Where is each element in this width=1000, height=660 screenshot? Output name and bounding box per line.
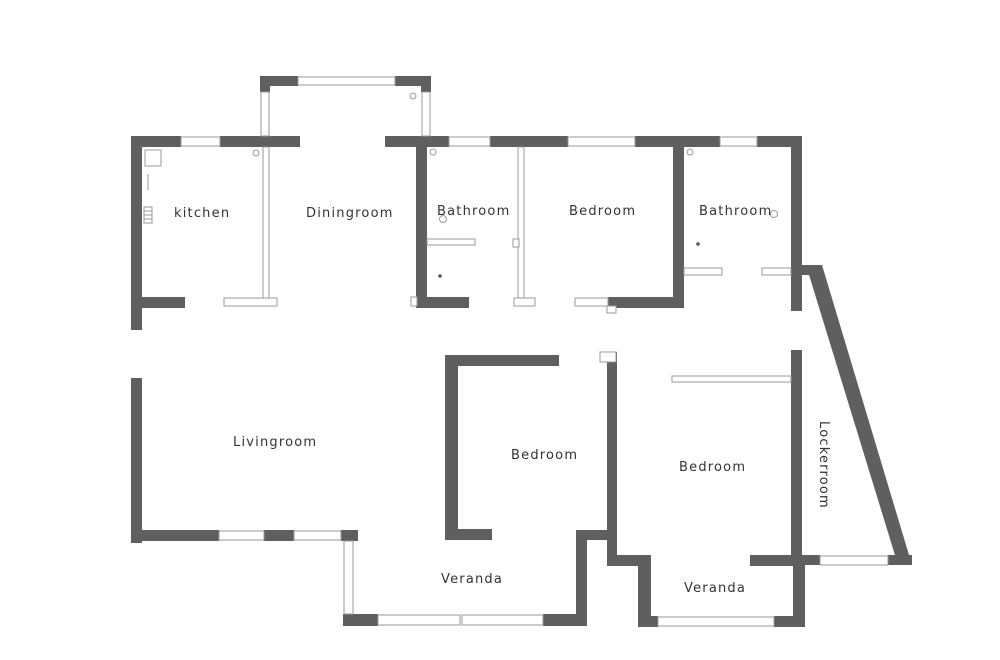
- wall-top-kitchen-left: [131, 136, 181, 147]
- partition-bedroom-divider-jamb: [599, 351, 617, 363]
- partition-bath-left-jamb: [410, 296, 418, 307]
- wall-bedroom-right-bottom: [607, 555, 651, 566]
- window-veranda-right-bottom: [657, 616, 775, 627]
- partition-bedroom-right-wardrobe: [671, 375, 792, 383]
- wall-bedroom-right-side: [791, 350, 802, 565]
- windows: [180, 76, 889, 627]
- wall-lockerroom-bottom-left: [802, 555, 820, 565]
- partitions: [223, 146, 792, 383]
- wall-left-upper: [131, 136, 142, 330]
- wall-kitchen-stub: [131, 297, 185, 308]
- floor-drain-icon: [438, 274, 442, 278]
- room-label-livingroom: Livingroom: [233, 435, 317, 450]
- wall-lockerroom-diagonal: [806, 265, 912, 565]
- room-label-lockerroom: Lockerroom: [816, 421, 831, 509]
- window-bedroom-top: [567, 136, 636, 147]
- wall-right-stub: [791, 265, 821, 275]
- wall-bay-top-right: [395, 76, 431, 86]
- wall-veranda-left-bottom-left: [343, 614, 378, 626]
- room-label-bedroom-top: Bedroom: [569, 204, 636, 219]
- drain-icon: [409, 92, 417, 100]
- window-kitchen: [180, 136, 221, 147]
- window-living-bottom-2: [293, 530, 342, 541]
- room-label-kitchen: kitchen: [174, 206, 230, 221]
- wall-bay-right-post: [421, 76, 431, 92]
- partition-bedroom-top-jamb: [606, 305, 617, 314]
- wall-living-bottom-left: [131, 530, 219, 541]
- wall-top-kitchen-right: [220, 136, 300, 147]
- partition-bath-bedroom-foot: [513, 297, 536, 307]
- wall-top-bath-right: [490, 136, 568, 147]
- wall-bay-top-left: [260, 76, 298, 86]
- wall-bedroom-divider: [607, 352, 617, 565]
- walls: [131, 76, 912, 627]
- toilet-icon: [439, 215, 447, 223]
- room-label-bathroom-right: Bathroom: [699, 204, 772, 219]
- wall-bath-left-bottom: [416, 297, 469, 308]
- room-label-bedroom-right: Bedroom: [679, 460, 746, 475]
- wall-bedroom-mid-left: [445, 355, 458, 540]
- window-bathroom-right: [719, 136, 758, 147]
- wall-veranda-right-right-side: [793, 555, 805, 627]
- partition-bath-bedroom: [517, 146, 525, 300]
- drain-icon: [429, 148, 437, 156]
- window-veranda-left-side: [343, 540, 354, 615]
- window-bay-right: [421, 91, 431, 137]
- wall-lockerroom-bottom-right: [888, 555, 912, 565]
- wall-veranda-left-top-step: [576, 530, 617, 540]
- window-lockerroom: [819, 555, 889, 566]
- wall-top-bath2-right: [757, 136, 802, 147]
- drain-icon: [252, 149, 260, 157]
- wall-bath-left-side: [416, 136, 427, 308]
- window-veranda-left-bottom-1: [377, 614, 461, 626]
- partition-bedroom-top-foot: [574, 297, 609, 307]
- wall-veranda-left-right-side: [576, 530, 587, 626]
- partition-bath-right-1: [683, 267, 723, 276]
- wall-bedroom-mid-top: [445, 355, 559, 366]
- room-label-bedroom-middle: Bedroom: [511, 448, 578, 463]
- toilet-icon: [770, 210, 778, 218]
- wall-bedroom-right-bottom-2: [750, 555, 802, 566]
- partition-bath-right-2: [761, 267, 792, 276]
- room-label-diningroom: Diningroom: [306, 206, 394, 221]
- wall-veranda-right-bottom-left: [638, 616, 658, 627]
- wall-veranda-right-bottom-right: [774, 616, 805, 627]
- wall-living-bottom-corner: [341, 530, 358, 541]
- partition-kitchen-dining-foot: [223, 297, 278, 307]
- window-bathroom-left: [448, 136, 491, 147]
- partition-bath-left-shower: [426, 238, 476, 246]
- window-living-bottom-1: [218, 530, 265, 541]
- wall-bedroom-mid-bottom: [445, 529, 492, 540]
- wall-left-lower: [131, 378, 142, 543]
- floor-drain-icon: [696, 242, 700, 246]
- drain-icon: [686, 148, 694, 156]
- room-label-veranda-right: Veranda: [684, 581, 746, 596]
- wall-bay-left-post: [260, 76, 270, 92]
- window-bay-top: [297, 76, 396, 86]
- fixtures: [143, 92, 778, 278]
- window-veranda-left-bottom-2: [461, 614, 544, 626]
- window-bay-left: [260, 91, 270, 137]
- wall-living-bottom-mid: [264, 530, 294, 541]
- room-labels: kitchen Diningroom Bathroom Bedroom Bath…: [174, 204, 831, 596]
- wall-right-upper: [791, 136, 802, 311]
- kitchen-sink-icon: [144, 149, 162, 167]
- wall-bedroom-top-bottom: [608, 297, 684, 308]
- wall-bedroom-top-right: [673, 136, 684, 308]
- partition-kitchen-dining: [262, 146, 270, 300]
- room-label-veranda-left: Veranda: [441, 572, 503, 587]
- partition-bath-bedroom-notch: [512, 238, 520, 248]
- wall-veranda-right-left-side: [638, 555, 651, 627]
- room-label-bathroom-left: Bathroom: [437, 204, 510, 219]
